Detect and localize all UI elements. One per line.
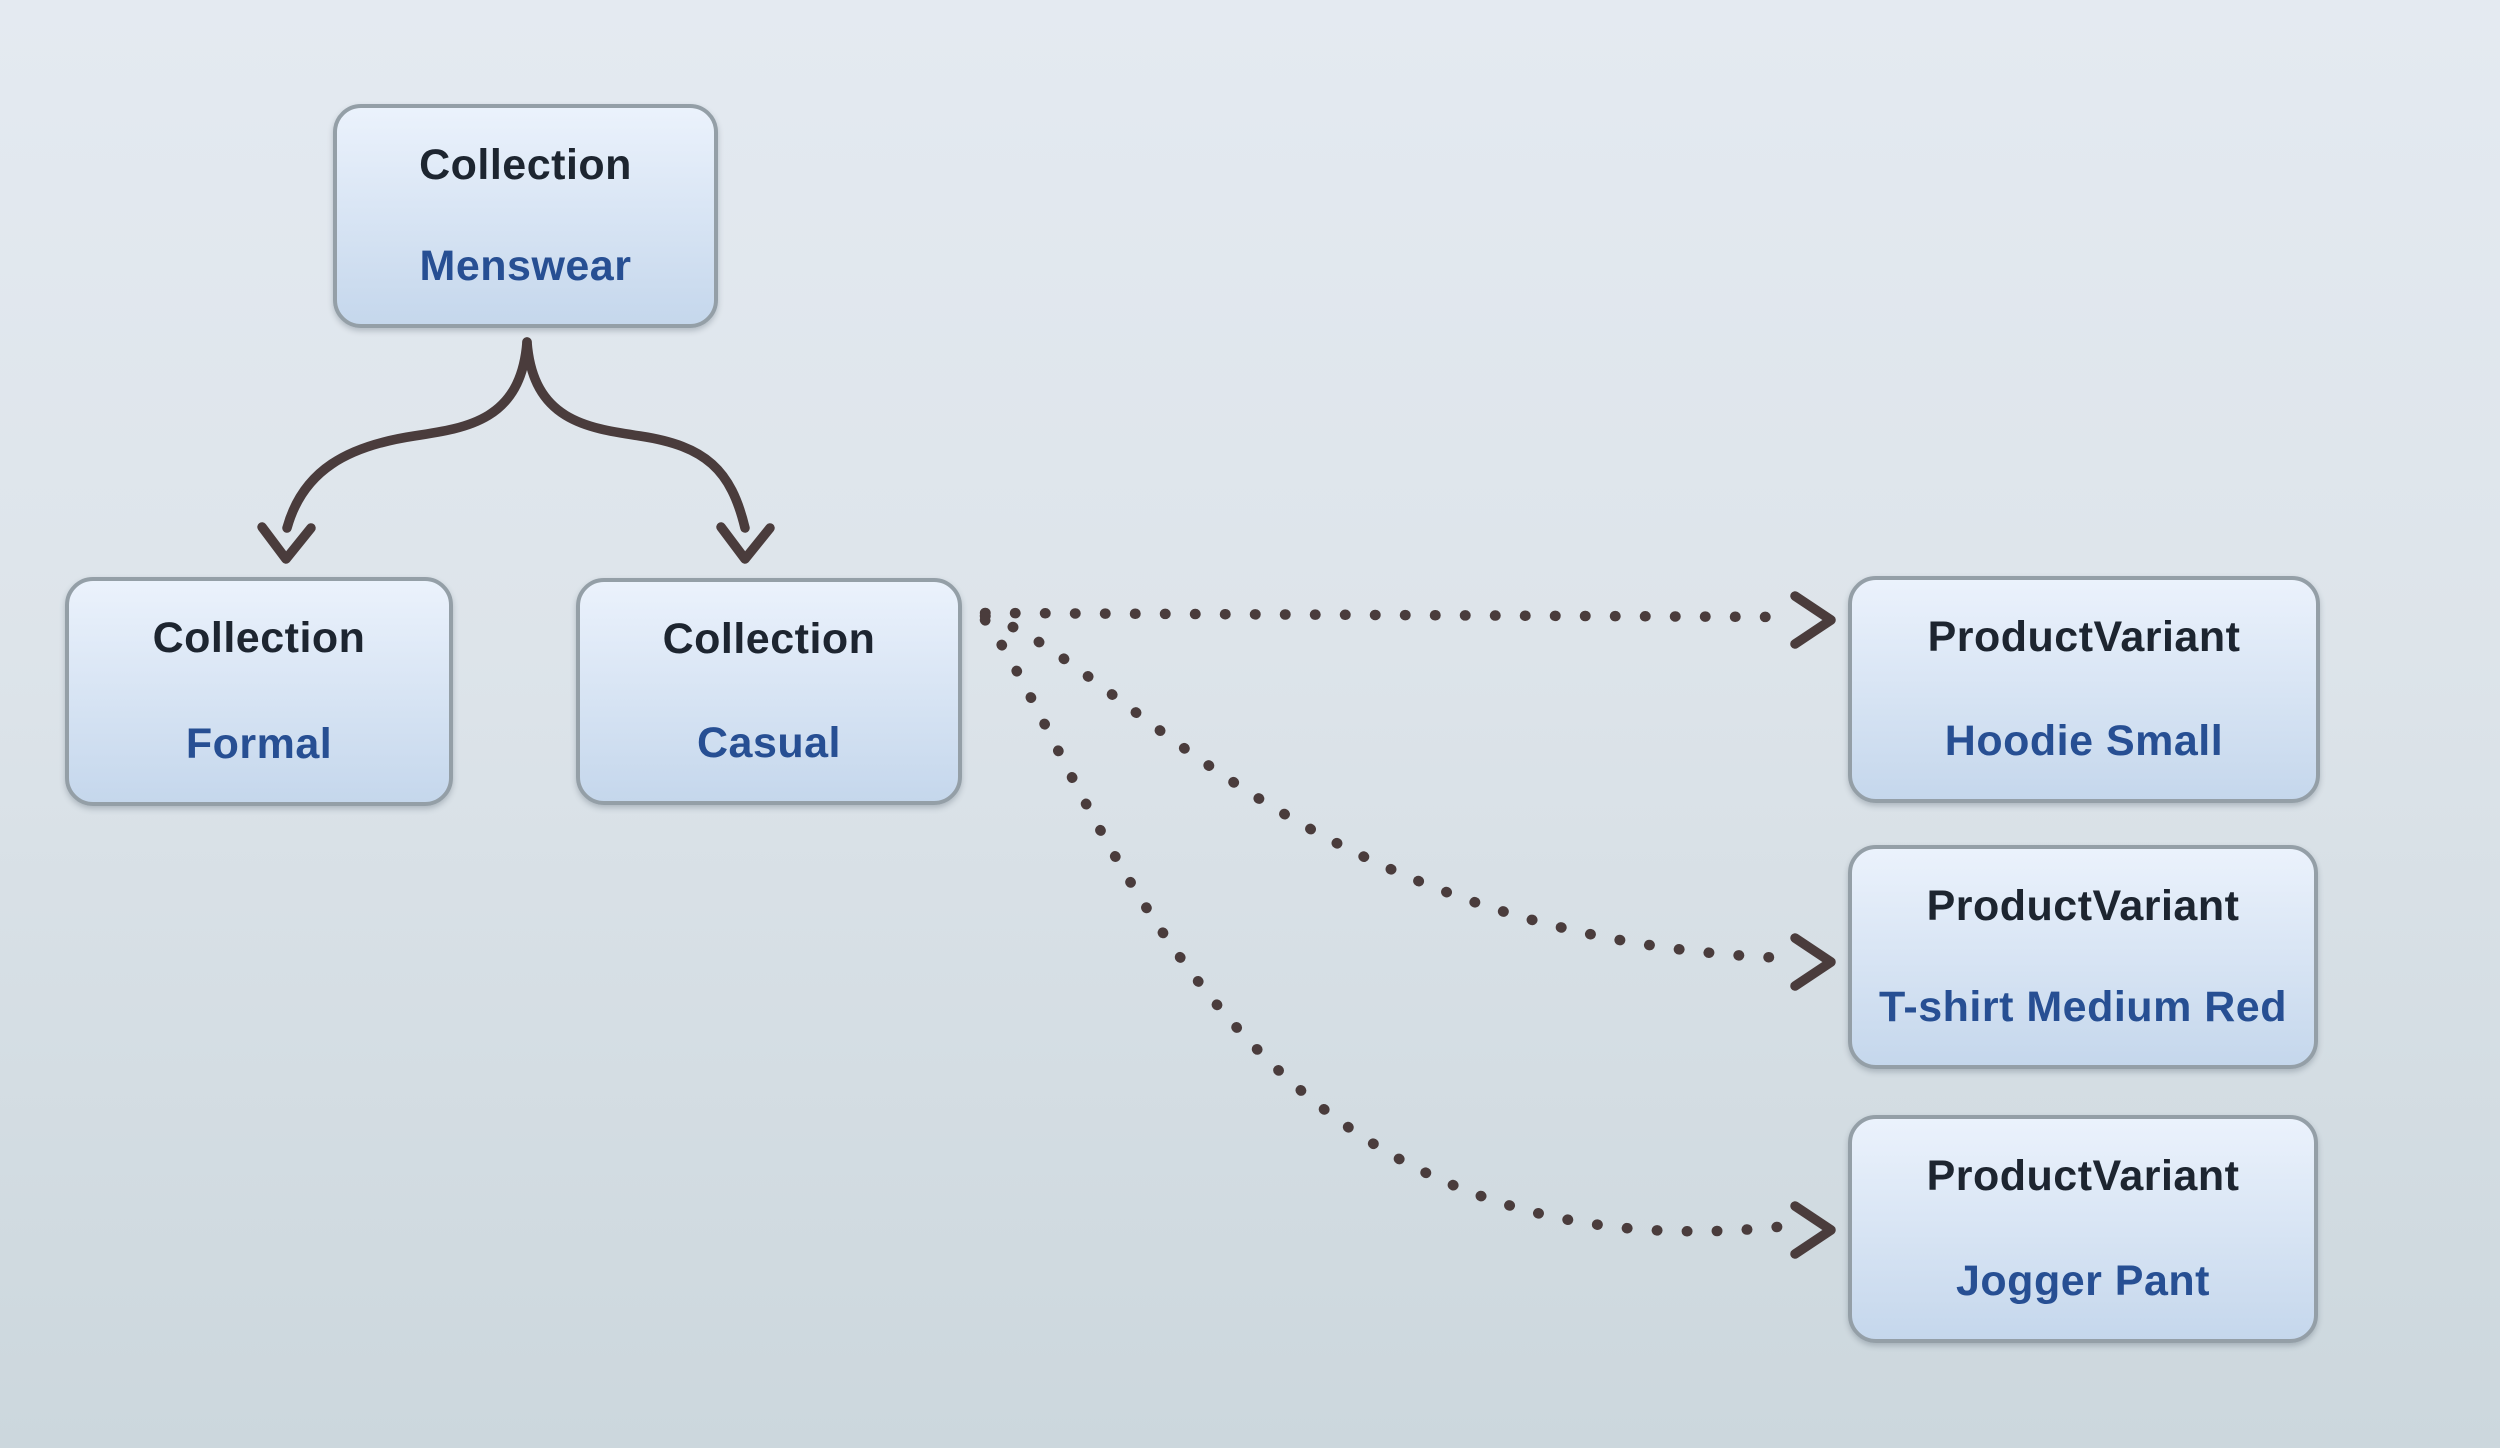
node-type-label: Collection — [662, 615, 876, 663]
node-type-label: Collection — [419, 141, 632, 189]
edge-casual-hoodie-arrowhead-icon — [1790, 591, 1836, 649]
node-collection-casual: Collection Casual — [576, 578, 962, 805]
edge-menswear-casual — [522, 337, 750, 533]
edge-casual-jogger-arrowhead-icon — [1790, 1201, 1836, 1259]
node-instance-label: T-shirt Medium Red — [1879, 983, 2287, 1031]
node-productvariant-jogger-pant: ProductVariant Jogger Pant — [1848, 1115, 2318, 1343]
node-type-label: ProductVariant — [1927, 613, 2241, 661]
edge-menswear-formal — [282, 337, 532, 533]
node-type-label: ProductVariant — [1926, 1152, 2240, 1200]
node-instance-label: Casual — [696, 719, 841, 767]
node-type-label: ProductVariant — [1926, 882, 2240, 930]
node-productvariant-tshirt-medium-red: ProductVariant T-shirt Medium Red — [1848, 845, 2318, 1069]
node-instance-label: Jogger Pant — [1956, 1257, 2210, 1305]
edge-casual-tshirt-arrowhead-icon — [1790, 933, 1836, 991]
edge-casual-tshirt — [979, 610, 1792, 964]
node-instance-label: Hoodie Small — [1944, 717, 2224, 765]
node-collection-menswear: Collection Menswear — [333, 104, 718, 328]
edge-menswear-formal-arrowhead-icon — [257, 522, 316, 564]
edge-casual-jogger — [979, 614, 1792, 1237]
node-instance-label: Formal — [185, 720, 333, 768]
node-type-label: Collection — [152, 614, 366, 662]
node-collection-formal: Collection Formal — [65, 577, 453, 806]
node-productvariant-hoodie-small: ProductVariant Hoodie Small — [1848, 576, 2320, 803]
edge-casual-hoodie — [979, 607, 1792, 623]
edge-menswear-casual-arrowhead-icon — [716, 522, 775, 564]
node-instance-label: Menswear — [419, 242, 632, 290]
